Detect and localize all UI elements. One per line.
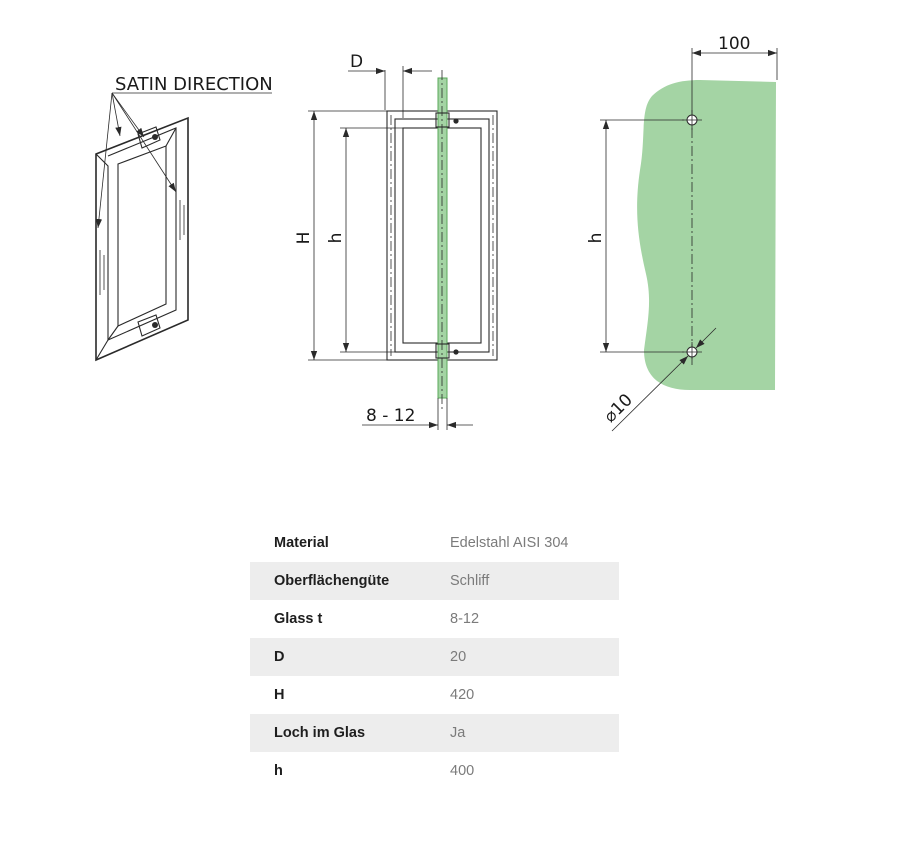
isometric-handle-view: SATIN DIRECTION [95,74,273,362]
spec-value: 420 [450,687,475,703]
hole-top [682,110,702,130]
spec-row-H: H 420 [250,676,619,714]
glass-thickness-label: 8 - 12 [366,406,415,426]
side-view: D H h 8 - 12 [294,52,498,430]
satin-direction-label: SATIN DIRECTION [115,74,273,95]
dimension-h-label: h [326,233,346,244]
spec-key: Loch im Glas [250,714,450,752]
spec-value: Edelstahl AISI 304 [450,535,569,551]
hole-bottom [682,342,702,362]
spec-key: H [274,687,285,703]
spec-row-D: D 20 [250,638,619,676]
spec-value: 400 [450,763,475,779]
technical-drawing: SATIN DIRECTION [95,34,778,432]
spec-key: D [250,638,450,676]
spec-row-glass-thickness: Glass t 8-12 [250,600,619,638]
glass-panel-shape [637,80,776,390]
hole-diameter-label: ⌀10 [600,390,637,427]
spec-value: Ja [450,714,619,752]
glass-hole-view: 100 h ⌀10 [586,34,778,432]
spec-table: Material Edelstahl AISI 304 Oberflächeng… [250,524,619,790]
dimension-h-glass-label: h [586,233,606,244]
spec-key: Material [274,535,329,551]
spec-key: h [274,763,283,779]
spec-row-surface: Oberflächengüte Schliff [250,562,619,600]
spec-value: 20 [450,638,619,676]
dimension-D-label: D [350,52,363,72]
spec-key: Oberflächengüte [250,562,450,600]
spec-key: Glass t [274,611,323,627]
dimension-H-label: H [294,232,314,245]
spec-value: 8-12 [450,611,480,627]
dimension-100-label: 100 [718,34,750,54]
spec-row-hole: Loch im Glas Ja [250,714,619,752]
glass-pane [437,77,448,399]
spec-value: Schliff [450,562,619,600]
spec-row-h: h 400 [250,752,619,790]
spec-row-material: Material Edelstahl AISI 304 [250,524,619,562]
